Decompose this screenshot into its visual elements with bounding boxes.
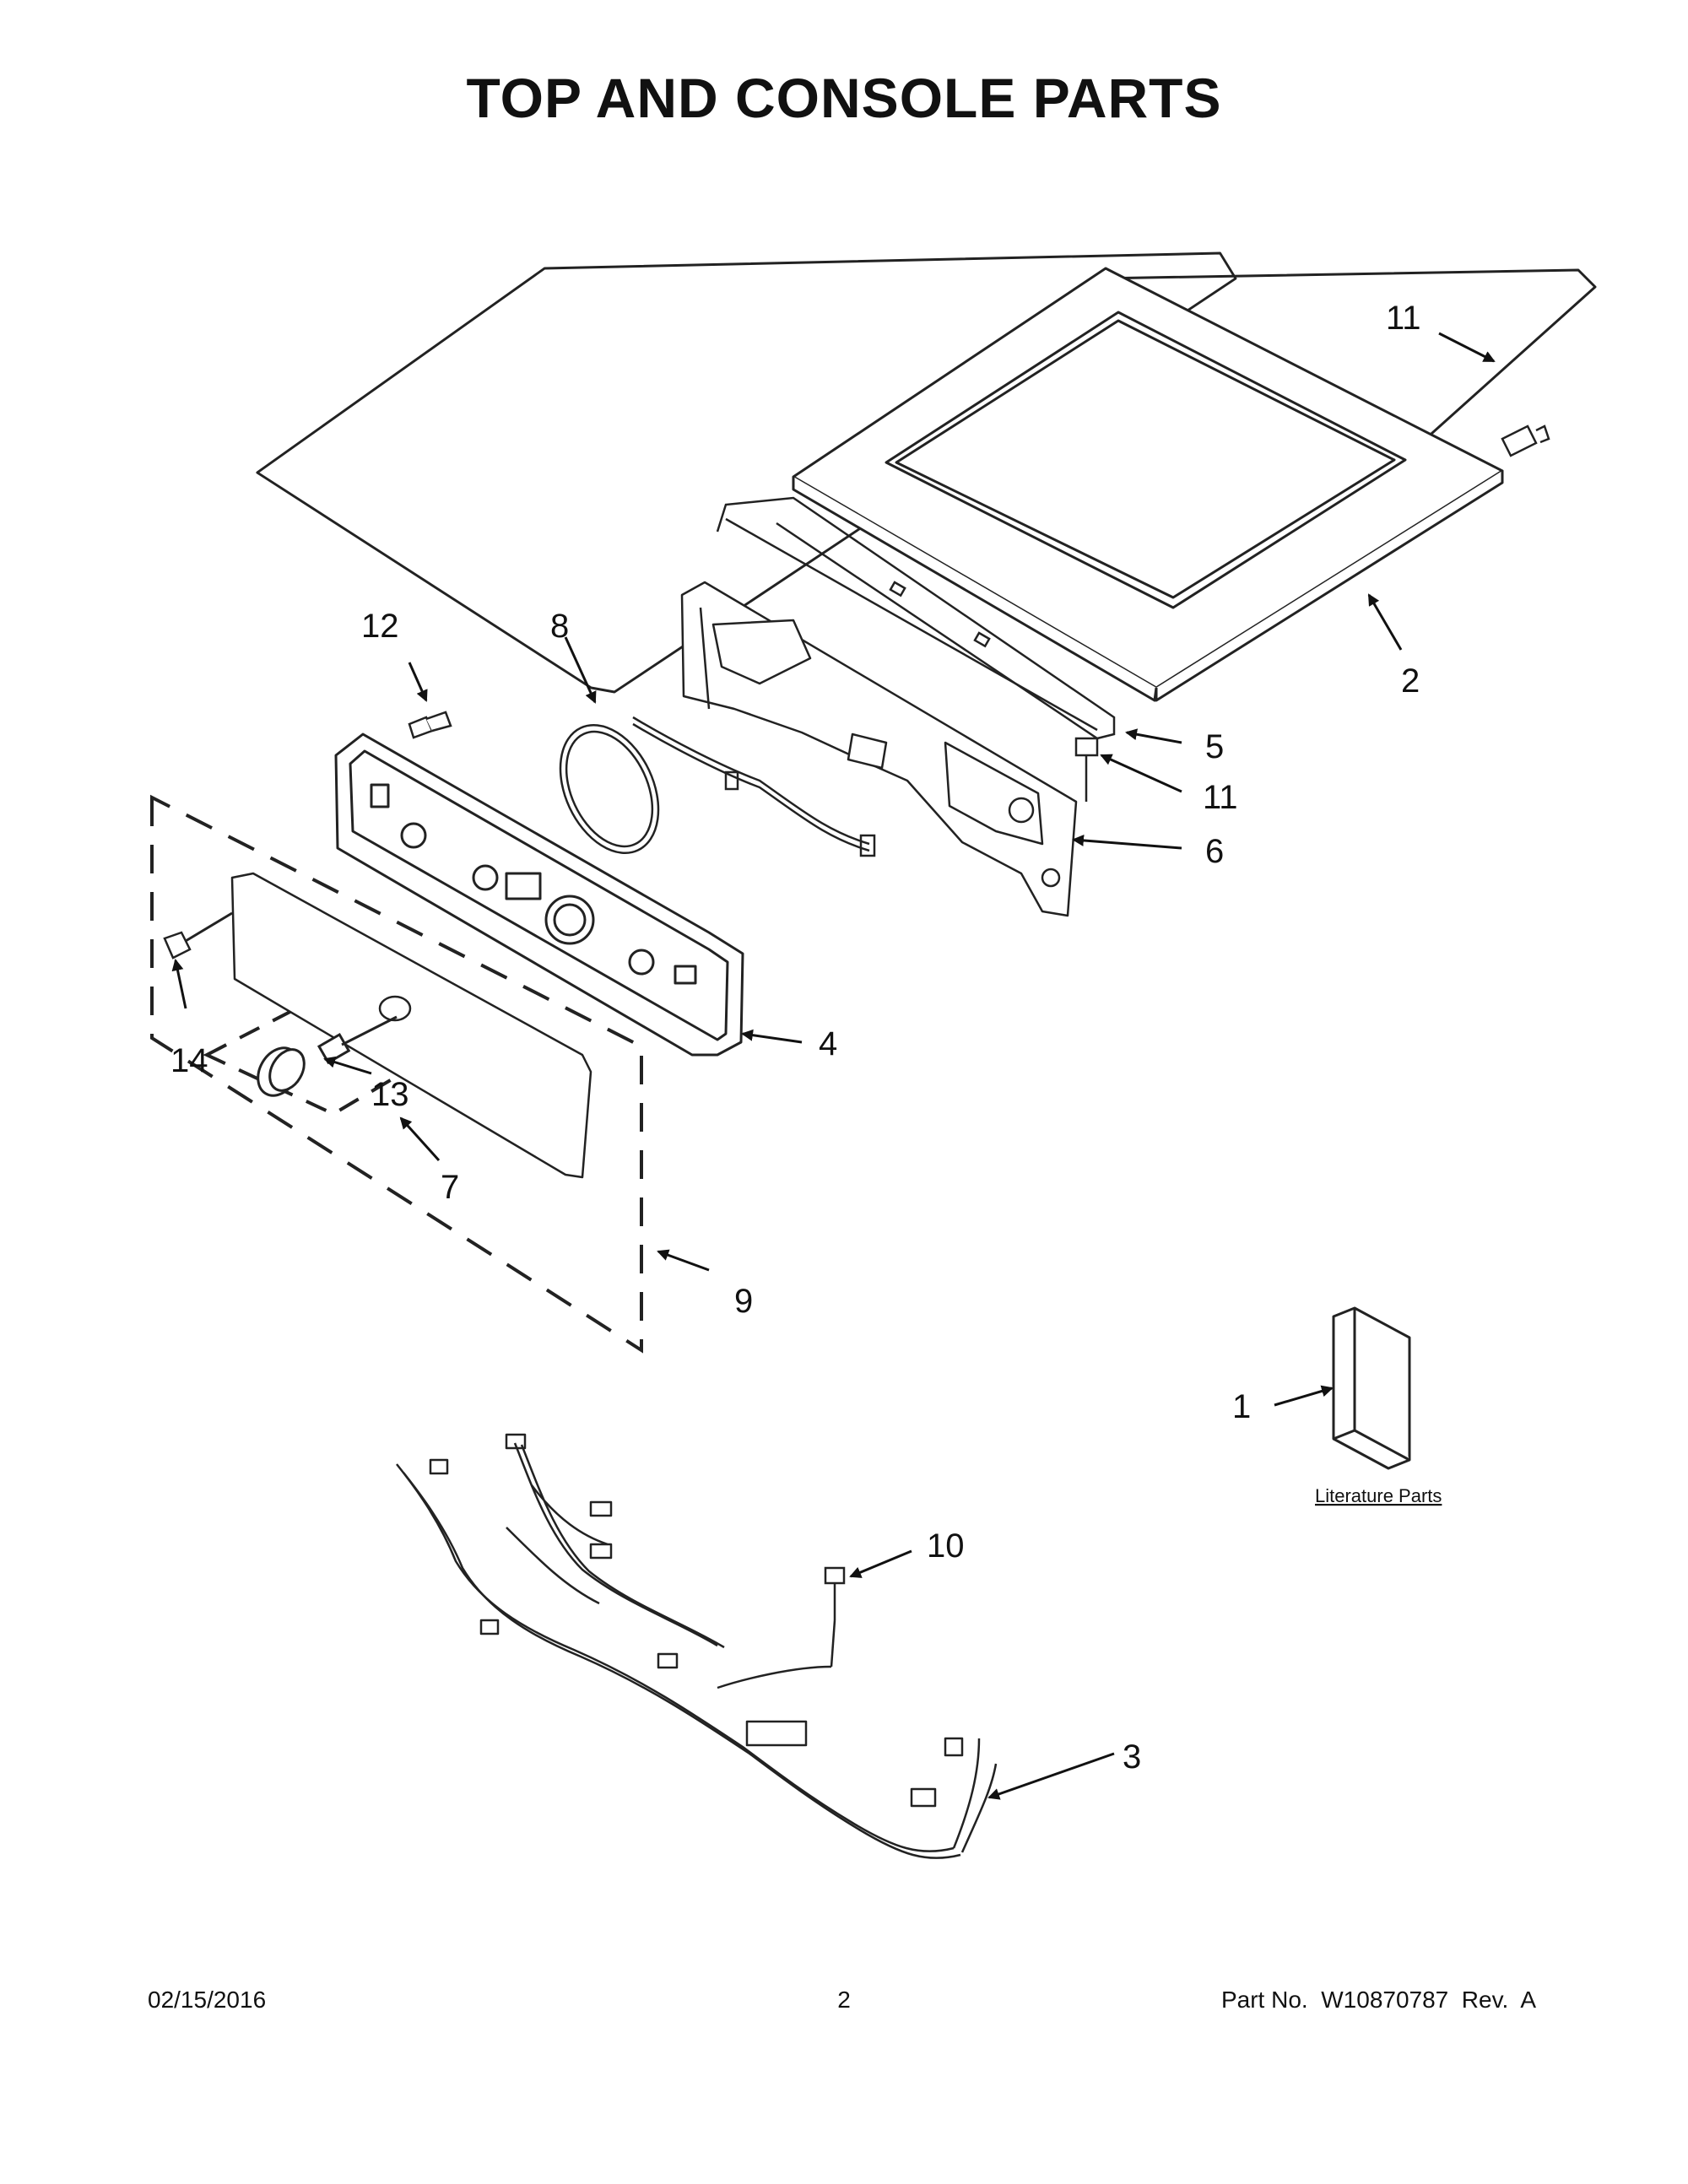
- callout-7: 7: [441, 1169, 459, 1206]
- literature-parts-label: Literature Parts: [1315, 1485, 1442, 1506]
- switch-14: [163, 911, 233, 960]
- console-frame: [680, 581, 1078, 917]
- literature-book: [1332, 1306, 1411, 1470]
- callout-labels: 11 2 5 11 6 12 8 4 14 13 7 9 1 10 3 Lite…: [170, 300, 1442, 1776]
- footer-part-number: Part No. W10870787 Rev. A: [1220, 1987, 1536, 2013]
- callout-10: 10: [927, 1527, 965, 1565]
- wire-harness: [396, 1433, 998, 1859]
- callout-5: 5: [1205, 728, 1224, 765]
- screw-11-lower: [1074, 737, 1099, 802]
- console-overlay: [230, 872, 592, 1179]
- screw-11-upper: [1501, 424, 1550, 457]
- callout-1: 1: [1232, 1388, 1251, 1425]
- callout-9: 9: [734, 1283, 753, 1320]
- callout-4: 4: [819, 1025, 837, 1062]
- callout-14: 14: [170, 1042, 208, 1079]
- control-panel: [334, 733, 744, 1057]
- top-panel-outline: [792, 267, 1504, 702]
- callout-3: 3: [1123, 1738, 1141, 1776]
- leader-arrows: [171, 332, 1496, 1800]
- ground-screw-10: [824, 1566, 846, 1668]
- callout-2: 2: [1401, 662, 1420, 700]
- callout-12: 12: [361, 608, 399, 645]
- footer-date: 02/15/2016: [148, 1987, 267, 2013]
- callout-11-upper: 11: [1386, 300, 1421, 337]
- screw-12: [408, 711, 452, 739]
- callout-13: 13: [371, 1076, 409, 1113]
- knob-13: [257, 1015, 398, 1097]
- callout-6: 6: [1205, 833, 1224, 870]
- sensor-cable: [559, 716, 876, 857]
- page-title: TOP AND CONSOLE PARTS: [466, 67, 1222, 129]
- callout-11-lower: 11: [1203, 779, 1238, 816]
- callout-8: 8: [550, 608, 569, 645]
- console-assembly-dashed-outline: [150, 794, 643, 1354]
- footer-page-number: 2: [837, 1987, 851, 2013]
